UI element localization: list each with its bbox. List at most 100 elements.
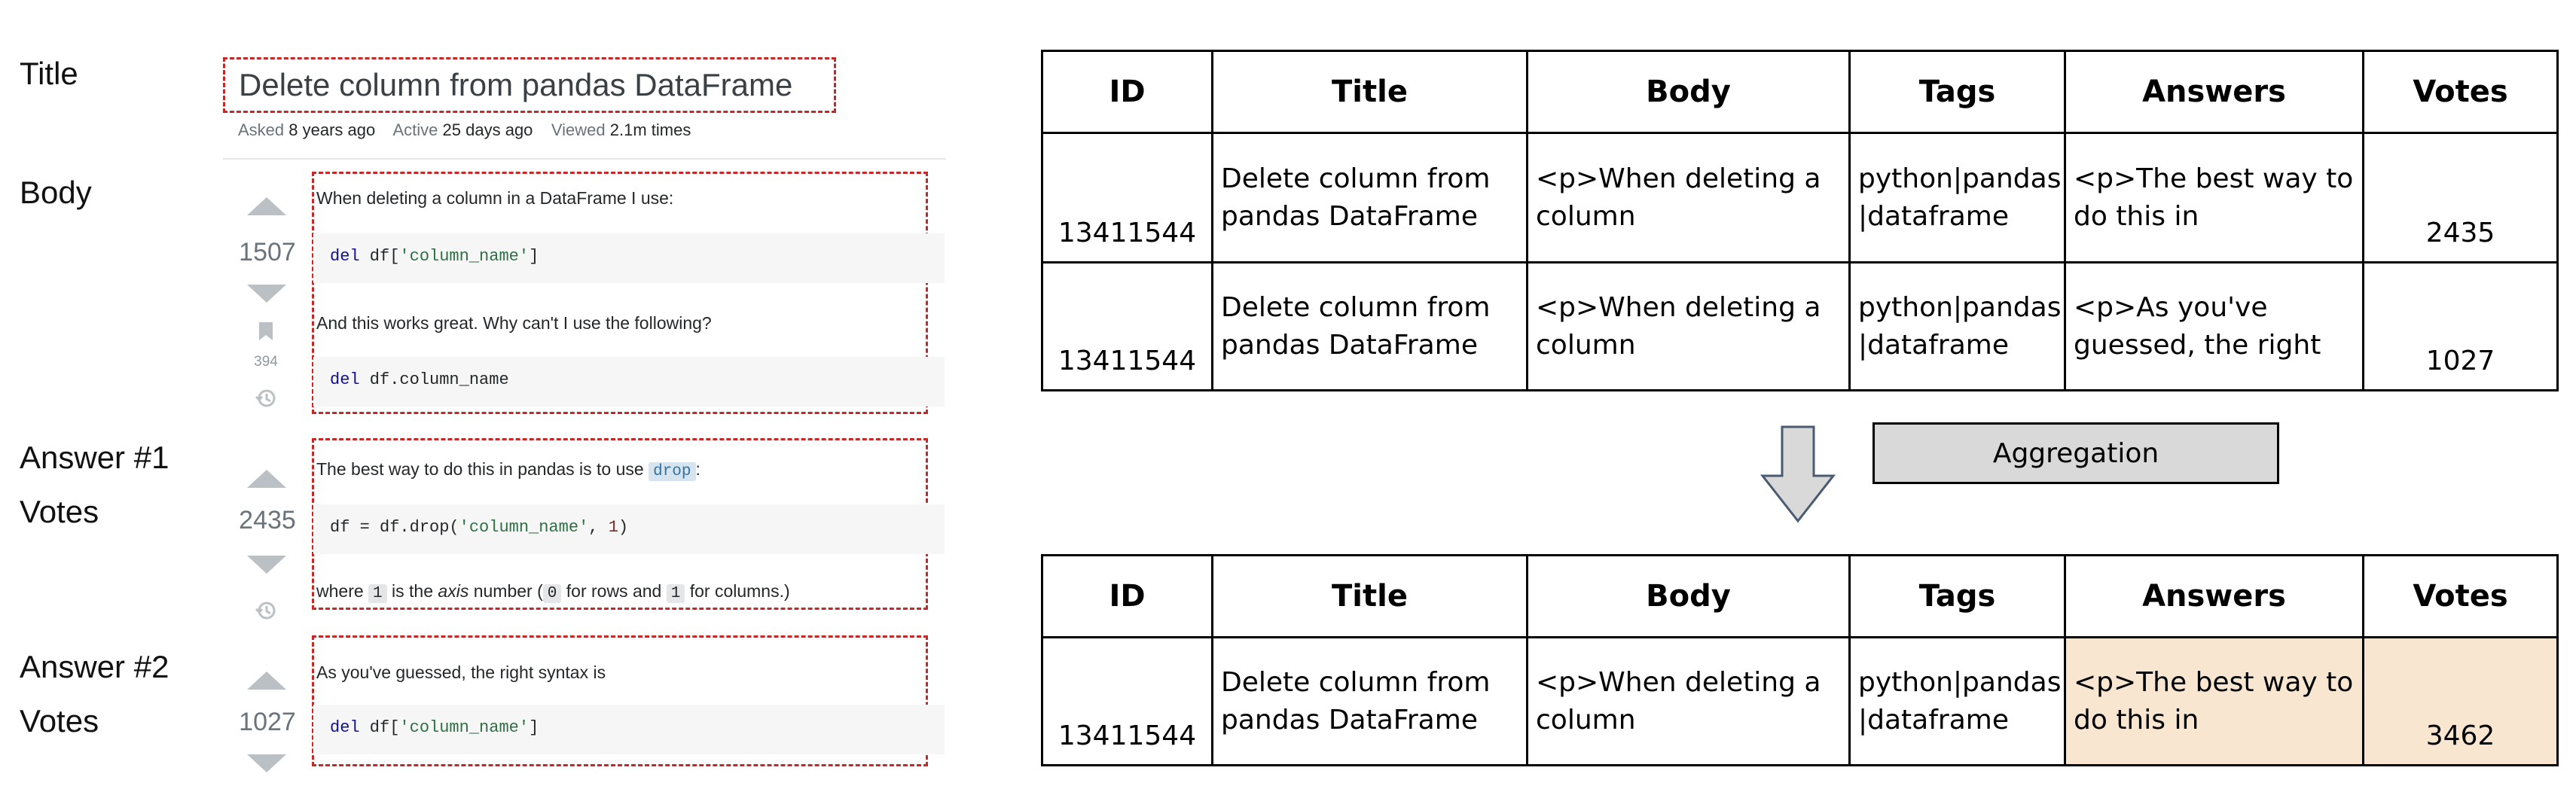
code-text: ] [529,718,539,737]
header-answers: Answers [2064,554,2364,638]
question-body-box [312,172,928,414]
label-body: Body [20,175,92,210]
down-arrow-icon [1760,425,1836,523]
answer2-text-1: As you've guessed, the right syntax is [316,662,606,682]
divider [223,158,946,160]
code-number: 1 [608,518,618,537]
cell-id: 13411544 [1041,261,1213,391]
aggregation-label: Aggregation [1992,437,2159,469]
cell-id: 13411544 [1041,636,1213,766]
label-answer1: Answer #1 [20,440,169,475]
question-text-2: And this works great. Why can't I use th… [316,313,712,333]
cell-votes: 1027 [2362,261,2559,391]
cell-tags: python|pandas|dataframe [1848,261,2066,391]
cell-tags: python|pandas|dataframe [1848,132,2066,263]
answer1-text: for columns.) [685,581,790,601]
answer1-history-icon[interactable] [255,599,277,627]
answer2-upvote-icon[interactable] [247,672,286,690]
active-value: 25 days ago [442,120,533,139]
code-text: df = df.drop( [330,518,459,537]
label-answer2-votes: Votes [20,703,99,739]
cell-answers: <p>As you've guessed, the right [2064,261,2364,391]
active-label: Active [392,120,438,139]
inline-code: 0 [542,584,562,603]
code-string: 'column_name' [399,718,530,737]
question-code-1: del df['column_name'] [313,233,945,283]
header-votes: Votes [2362,50,2559,134]
label-answer2: Answer #2 [20,649,169,684]
code-text: df.column_name [359,370,509,389]
code-keyword: del [330,718,360,737]
table-row: 13411544 Delete column from pandas DataF… [1041,636,2559,766]
answer2-downvote-icon[interactable] [247,754,286,772]
drop-link[interactable]: drop [649,462,696,481]
question-title-box: Delete column from pandas DataFrame [223,57,836,113]
cell-id: 13411544 [1041,132,1213,263]
code-text: df[ [359,718,400,737]
aggregation-box: Aggregation [1872,422,2279,484]
question-text-1: When deleting a column in a DataFrame I … [316,188,674,208]
answer1-text: : [695,459,700,479]
top-table-header: ID Title Body Tags Answers Votes [1041,50,2559,134]
code-text: df[ [359,247,400,266]
cell-votes: 2435 [2362,132,2559,263]
answer1-text: where [316,581,369,601]
code-text: ) [618,518,629,537]
answer1-text: number ( [469,581,543,601]
axis-italic: axis [438,581,469,601]
cell-body: <p>When deleting a column [1526,132,1851,263]
answer1-vote-count: 2435 [239,506,296,535]
table-row: 13411544 Delete column from pandas DataF… [1041,261,2559,391]
inline-code: 1 [368,584,387,603]
header-answers: Answers [2064,50,2364,134]
label-title: Title [20,56,78,91]
viewed-label: Viewed [551,120,606,139]
cell-tags: python|pandas|dataframe [1848,636,2066,766]
cell-title: Delete column from pandas DataFrame [1211,261,1528,391]
answer1-text-1: The best way to do this in pandas is to … [316,459,700,481]
cell-answers-aggregated: <p>The best way to do this in [2064,636,2364,766]
question-vote-count: 1507 [239,238,296,267]
cell-body: <p>When deleting a column [1526,261,1851,391]
table-row: 13411544 Delete column from pandas DataF… [1041,132,2559,263]
cell-title: Delete column from pandas DataFrame [1211,132,1528,263]
bookmark-icon[interactable] [258,321,274,347]
history-icon[interactable] [255,387,277,415]
header-votes: Votes [2362,554,2559,638]
header-tags: Tags [1848,50,2066,134]
header-title: Title [1211,554,1528,638]
answer1-code: df = df.drop('column_name', 1) [313,504,945,554]
header-body: Body [1526,50,1851,134]
header-id: ID [1041,50,1213,134]
cell-body: <p>When deleting a column [1526,636,1851,766]
answer1-text: The best way to do this in pandas is to … [316,459,649,479]
code-text: , [588,518,609,537]
answer1-downvote-icon[interactable] [247,556,286,574]
answer1-text-2: where 1 is the axis number (0 for rows a… [316,581,790,603]
header-tags: Tags [1848,554,2066,638]
code-keyword: del [330,370,360,389]
answer1-upvote-icon[interactable] [247,470,286,488]
asked-value: 8 years ago [288,120,376,139]
downvote-icon[interactable] [247,285,286,303]
header-title: Title [1211,50,1528,134]
answer1-text: for rows and [561,581,667,601]
cell-answers: <p>The best way to do this in [2064,132,2364,263]
inline-code: 1 [666,584,685,603]
answer1-text: is the [386,581,438,601]
viewed-value: 2.1m times [609,120,691,139]
bottom-table: ID Title Body Tags Answers Votes 1341154… [1041,554,2559,766]
bottom-table-header: ID Title Body Tags Answers Votes [1041,554,2559,638]
answer2-box [312,635,928,766]
header-body: Body [1526,554,1851,638]
code-keyword: del [330,247,360,266]
upvote-icon[interactable] [247,197,286,215]
question-code-2: del df.column_name [313,357,945,407]
cell-votes-aggregated: 3462 [2362,636,2559,766]
code-string: 'column_name' [399,247,530,266]
question-meta: Asked 8 years ago Active 25 days ago Vie… [238,120,691,140]
question-title[interactable]: Delete column from pandas DataFrame [239,67,793,102]
answer2-vote-count: 1027 [239,708,296,736]
code-string: 'column_name' [459,518,589,537]
code-text: ] [529,247,539,266]
